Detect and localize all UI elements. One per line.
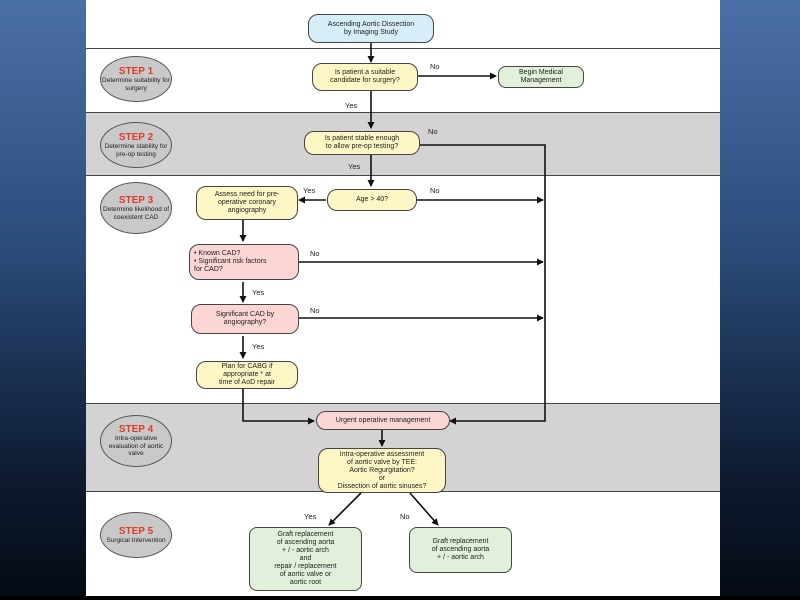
- step3-oval: STEP 3 Determine likelihood of coexisten…: [100, 182, 172, 234]
- node-medical: Begin Medical Management: [498, 66, 584, 88]
- background-left: [0, 0, 86, 600]
- step2-desc: Determine stability for pre-op testing: [104, 143, 168, 158]
- step3-desc: Determine likelihood of coexistent CAD: [102, 206, 170, 221]
- label-yes-age: Yes: [303, 186, 316, 195]
- arrow-tee-graft-simple: [409, 492, 439, 526]
- flowchart-panel: STEP 1 Determine suitability for surgery…: [86, 0, 720, 596]
- divider-top: [86, 48, 720, 49]
- label-yes-tee: Yes: [304, 512, 317, 521]
- node-urgent: Urgent operative management: [316, 411, 450, 430]
- node-known-cad: • Known CAD? • Significant risk factors …: [189, 244, 299, 280]
- step1-oval: STEP 1 Determine suitability for surgery: [100, 56, 172, 102]
- step1-desc: Determine suitability for surgery: [102, 77, 170, 92]
- step4-desc: Intra-operative evaluation of aortic val…: [108, 435, 164, 458]
- label-yes-candidate: Yes: [345, 101, 358, 110]
- node-cabg: Plan for CABG if appropriate * at time o…: [196, 361, 298, 389]
- node-age: Age > 40?: [327, 189, 417, 211]
- node-significant-cad: Significant CAD by angiography?: [191, 304, 299, 334]
- step5-desc: Surgical Intervention: [106, 536, 166, 544]
- label-no-candidate: No: [430, 62, 440, 71]
- label-no-stable: No: [428, 127, 438, 136]
- arrow-cabg-urgent: [242, 388, 315, 425]
- label-no-known: No: [310, 249, 320, 258]
- label-yes-stable: Yes: [348, 162, 361, 171]
- background-bottom: [0, 596, 800, 600]
- step4-oval: STEP 4 Intra-operative evaluation of aor…: [100, 415, 172, 467]
- node-graft-simple: Graft replacement of ascending aorta + /…: [409, 527, 512, 573]
- node-tee: Intra-operative assessment of aortic val…: [318, 448, 446, 493]
- background-right: [720, 0, 800, 600]
- flow-arrows: [239, 43, 546, 526]
- label-yes-sig: Yes: [252, 342, 265, 351]
- step2-title: STEP 2: [118, 132, 154, 143]
- label-yes-known: Yes: [252, 288, 265, 297]
- step1-title: STEP 1: [118, 66, 154, 77]
- node-assess: Assess need for pre- operative coronary …: [196, 186, 298, 220]
- step4-title: STEP 4: [118, 424, 154, 436]
- node-candidate: Is patient a suitable candidate for surg…: [312, 63, 418, 91]
- arrow-stable-urgent: [420, 144, 546, 425]
- divider-step2-top: [86, 112, 720, 113]
- divider-step2-bottom: [86, 175, 720, 176]
- step5-oval: STEP 5 Surgical Intervention: [100, 512, 172, 558]
- node-stable: Is patient stable enough to allow pre-op…: [304, 131, 420, 155]
- node-start: Ascending Aortic Dissection by Imaging S…: [308, 14, 434, 43]
- label-no-sig: No: [310, 306, 320, 315]
- label-no-tee: No: [400, 512, 410, 521]
- node-graft-arch: Graft replacement of ascending aorta + /…: [249, 527, 362, 591]
- step2-oval: STEP 2 Determine stability for pre-op te…: [100, 122, 172, 168]
- step5-title: STEP 5: [118, 525, 154, 537]
- step3-title: STEP 3: [118, 195, 154, 206]
- divider-step4-top: [86, 403, 720, 404]
- label-no-age: No: [430, 186, 440, 195]
- arrow-tee-graft-arch: [328, 492, 362, 526]
